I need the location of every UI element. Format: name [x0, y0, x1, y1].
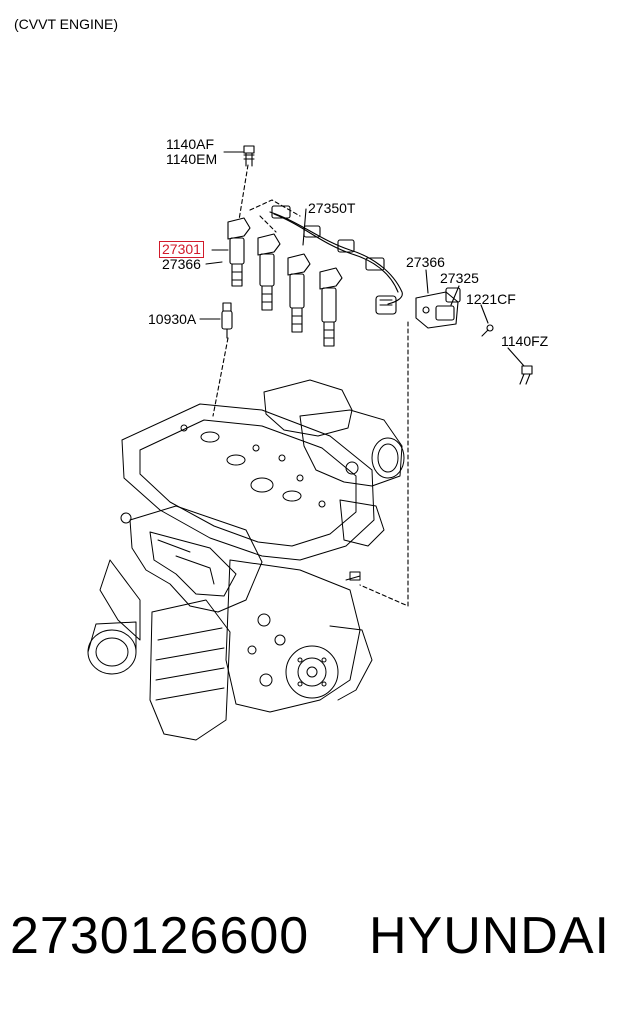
wiring-harness-27350t	[269, 205, 403, 315]
callout-27350t[interactable]: 27350T	[308, 200, 356, 216]
part-footer: 2730126600 HYUNDAI	[10, 906, 610, 966]
diagram-title: (CVVT ENGINE)	[14, 16, 118, 32]
brand-name: HYUNDAI	[368, 907, 610, 965]
callout-27366-left[interactable]: 27366	[162, 256, 201, 272]
ignition-coils	[227, 217, 343, 347]
callout-27325[interactable]: 27325	[440, 270, 479, 286]
bolt-1140fz	[519, 365, 533, 385]
callout-1140em[interactable]: 1140EM	[166, 151, 218, 167]
callout-10930a[interactable]: 10930A	[148, 311, 197, 327]
callout-27366-right[interactable]: 27366	[406, 254, 445, 270]
ignition-coil-3	[287, 253, 311, 333]
sensor-bracket-27366	[415, 287, 461, 329]
assembly-dashed-lines	[212, 164, 409, 607]
callout-1140af[interactable]: 1140AF	[166, 136, 214, 152]
ignition-coil-4	[319, 267, 343, 347]
spark-plug-10930a	[221, 302, 233, 339]
bolt-1221cf	[481, 324, 494, 337]
part-number: 2730126600	[10, 907, 310, 965]
leader-lines	[199, 151, 525, 367]
bolt-1140af	[243, 145, 255, 167]
ignition-coil-27301	[227, 217, 251, 287]
ignition-coil-2	[257, 233, 281, 311]
callout-27301-highlighted[interactable]: 27301	[159, 241, 204, 258]
callout-1221cf[interactable]: 1221CF	[466, 291, 516, 307]
engine-block	[87, 379, 405, 741]
callout-1140fz[interactable]: 1140FZ	[501, 333, 549, 349]
